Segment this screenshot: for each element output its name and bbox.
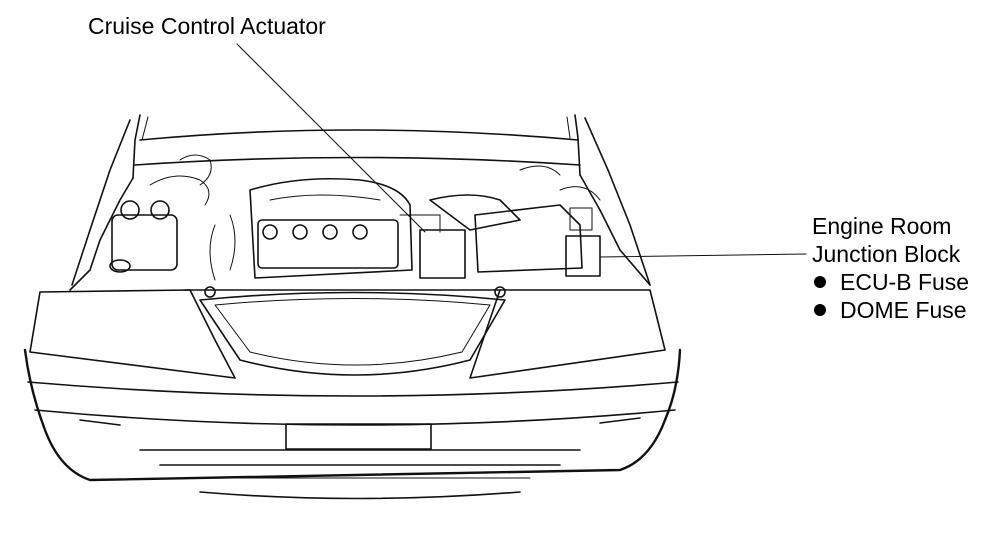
cruise-actuator-unit bbox=[419, 229, 466, 279]
junction-block-leader-line bbox=[599, 253, 807, 258]
engine-bay bbox=[109, 154, 601, 281]
air-cleaner-box bbox=[474, 204, 583, 273]
fuse-item-dome: DOME Fuse bbox=[812, 297, 967, 323]
leader-lines bbox=[236, 43, 807, 258]
junction-block bbox=[565, 235, 601, 277]
left-headlight bbox=[29, 289, 236, 379]
front-bumper bbox=[23, 348, 682, 500]
junction-block-label-line2: Junction Block bbox=[812, 241, 961, 267]
bullet-icon bbox=[814, 304, 826, 316]
fuse-item-ecu-b: ECU-B Fuse bbox=[812, 269, 969, 295]
junction-block-label-line1: Engine Room bbox=[812, 213, 952, 239]
right-headlight bbox=[469, 289, 666, 379]
bullet-icon bbox=[814, 276, 826, 288]
actuator-leader-line bbox=[236, 43, 426, 233]
hood bbox=[132, 114, 581, 179]
battery bbox=[111, 214, 178, 271]
grille bbox=[199, 291, 506, 376]
fuse-label: DOME Fuse bbox=[840, 297, 967, 323]
body-outline bbox=[69, 117, 651, 291]
front-end bbox=[29, 286, 666, 379]
fuse-label: ECU-B Fuse bbox=[840, 269, 970, 295]
actuator-label: Cruise Control Actuator bbox=[88, 13, 326, 39]
license-plate-area bbox=[285, 423, 432, 450]
